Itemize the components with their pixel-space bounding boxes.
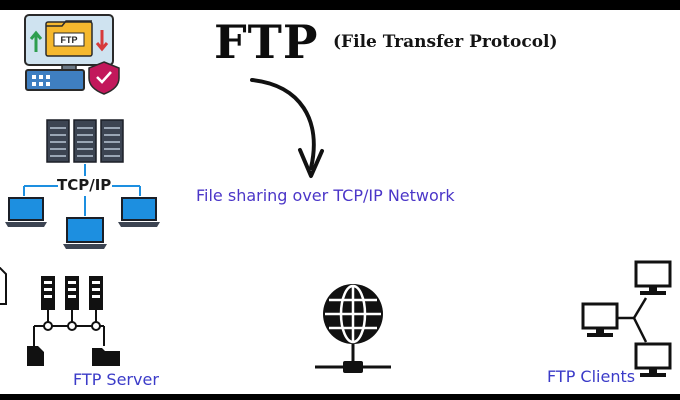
globe-network-icon (315, 284, 391, 373)
tcp-ip-label: TCP/IP (57, 176, 112, 194)
server-rack-icon (46, 119, 124, 163)
top-letterbox (0, 0, 680, 10)
network-caption: File sharing over TCP/IP Network (196, 186, 455, 205)
document-icon-partial (0, 267, 7, 305)
laptop-left-icon (5, 197, 47, 227)
ftp-clients-label: FTP Clients (547, 367, 636, 386)
ftp-server-icon (27, 276, 120, 366)
bottom-letterbox (0, 394, 680, 400)
page-subtitle: (File Transfer Protocol) (333, 32, 558, 52)
laptop-bottom-icon (63, 217, 107, 249)
ftp-computer-icon: FTP (24, 14, 120, 95)
ftp-folder-label: FTP (61, 35, 78, 45)
ftp-clients-icon (581, 260, 672, 377)
page-title: FTP (214, 15, 319, 69)
ftp-server-label: FTP Server (73, 370, 159, 389)
laptop-right-icon (118, 197, 160, 227)
